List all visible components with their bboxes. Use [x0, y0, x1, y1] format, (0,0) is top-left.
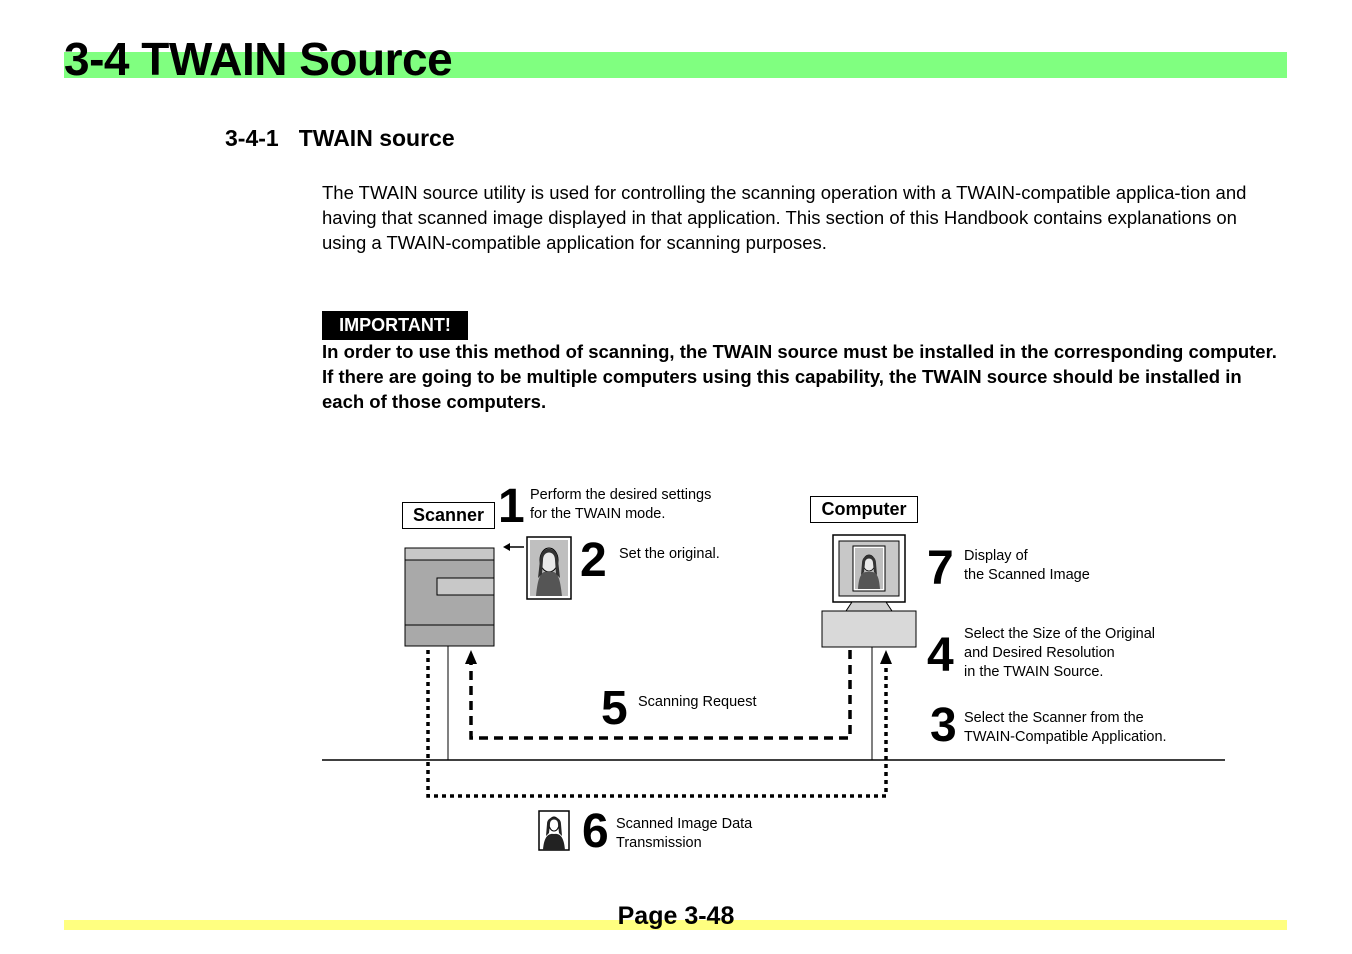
section-number: 3-4-1 [225, 125, 279, 151]
step-5-number: 5 [601, 682, 628, 735]
image-transmission-path [426, 650, 888, 798]
important-note: In order to use this method of scanning,… [322, 341, 1277, 412]
original-document-icon [526, 536, 572, 600]
step-7-line-1: Display of [964, 548, 1028, 564]
step-4-line-2: and Desired Resolution [964, 645, 1115, 661]
computer-label: Computer [810, 496, 918, 523]
step-6-line-2: Transmission [616, 835, 702, 851]
scanned-image-icon [538, 810, 570, 851]
page-number-label: Page 3-48 [617, 902, 735, 930]
arrow-left-icon [503, 543, 524, 551]
scanning-request-arrowhead [465, 650, 477, 664]
step-7-number: 7 [927, 542, 954, 595]
step-3-number: 3 [930, 699, 957, 752]
step-5-text: Scanning Request [638, 694, 757, 710]
step-1-text: Perform the desired settings for the TWA… [530, 486, 711, 524]
page-number: Page 3-48 [0, 902, 1352, 931]
section-heading: 3-4-1 TWAIN source [225, 125, 455, 152]
footer-bar [64, 920, 1287, 930]
section-title: TWAIN source [298, 125, 455, 151]
step-2-number: 2 [580, 534, 607, 587]
important-badge: IMPORTANT! [322, 311, 468, 340]
page-title: 3-4 TWAIN Source [64, 33, 453, 85]
step-6-text: Scanned Image Data Transmission [616, 815, 752, 853]
scanner-label: Scanner [402, 502, 495, 529]
step-7-line-2: the Scanned Image [964, 567, 1090, 583]
scanning-request-path [469, 650, 852, 740]
step-3-text: Select the Scanner from the TWAIN-Compat… [964, 709, 1167, 747]
step-4-number: 4 [927, 629, 954, 682]
step-1-line-2: for the TWAIN mode. [530, 506, 666, 522]
step-1-number: 1 [498, 480, 525, 533]
computer-icon [821, 534, 917, 648]
intro-paragraph: The TWAIN source utility is used for con… [322, 182, 1247, 253]
step-1-line-1: Perform the desired settings [530, 487, 712, 503]
title-bar [64, 52, 1287, 78]
image-transmission-arrowhead [880, 650, 892, 664]
step-4-line-1: Select the Size of the Original [964, 626, 1156, 642]
step-3-line-1: Select the Scanner from the [964, 710, 1144, 726]
step-7-text: Display of the Scanned Image [964, 547, 1090, 585]
step-4-line-3: in the TWAIN Source. [964, 664, 1104, 680]
step-2-text: Set the original. [619, 546, 720, 562]
step-3-line-2: TWAIN-Compatible Application. [964, 729, 1167, 745]
scanner-icon [404, 547, 495, 647]
step-6-number: 6 [582, 805, 609, 858]
step-6-line-1: Scanned Image Data [616, 816, 753, 832]
step-4-text: Select the Size of the Original and Desi… [964, 625, 1155, 682]
